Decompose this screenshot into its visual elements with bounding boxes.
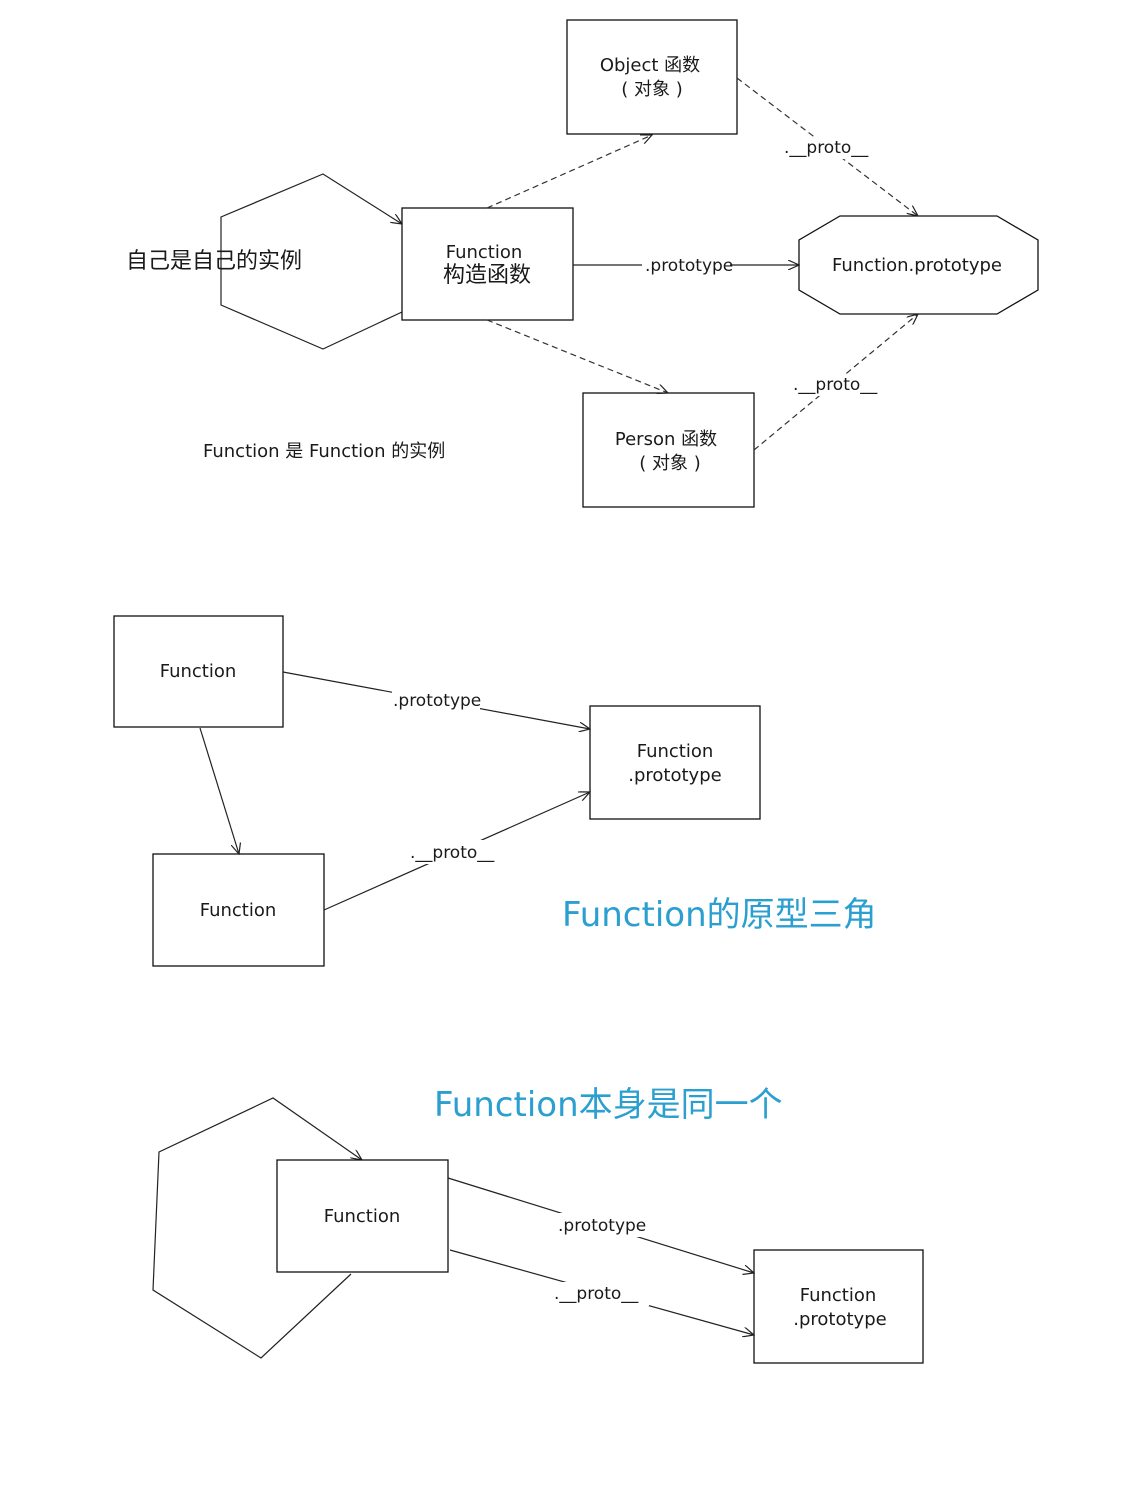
self-instance-hexagon (220, 173, 402, 350)
caption-same-function: Function本身是同一个 (434, 1085, 783, 1125)
self-reference-hexagon (152, 1097, 362, 1359)
function-label-3: Function (324, 1206, 401, 1227)
edge-prototype-label: .prototype (645, 256, 733, 276)
edge-person-proto (753, 314, 918, 451)
edge-proto-label-2: .__proto__ (410, 843, 495, 863)
function-constructor-line1: Function (446, 242, 523, 263)
function-prototype-line1-3: Function (800, 1285, 877, 1306)
edge-function-to-person (486, 319, 668, 393)
function-prototype-line2-2: .prototype (628, 765, 721, 786)
function-constructor-line2: 构造函数 (443, 263, 531, 288)
person-function-line2: ( 对象 ) (639, 453, 701, 474)
instance-note: Function 是 Function 的实例 (203, 441, 445, 462)
edge-proto-label-3: .__proto__ (554, 1284, 639, 1304)
edge-function-to-object (486, 135, 652, 209)
function-bottom-label: Function (200, 900, 277, 921)
edge-prototype-label-2: .prototype (393, 691, 481, 711)
function-prototype-line2-3: .prototype (793, 1309, 886, 1330)
function-top-box (113, 615, 284, 728)
diagram-1: 自己是自己的实例 Function 构造函数 Object 函数 ( 对象 ) … (126, 19, 1039, 508)
edge-person-proto-label: .__proto__ (793, 375, 878, 395)
function-prototype-octagon (798, 215, 1039, 315)
object-function-box (566, 19, 738, 135)
edge-object-proto-label: .__proto__ (784, 138, 869, 158)
function-prototype-box-2 (589, 705, 761, 820)
edge-prototype-label-3: .prototype (558, 1216, 646, 1236)
self-instance-label: 自己是自己的实例 (126, 249, 302, 274)
diagram-3: Function本身是同一个 Function Function .protot… (152, 1085, 924, 1364)
diagram-2: Function Function Function .prototype .p… (113, 615, 877, 967)
function-prototype-line1-2: Function (637, 741, 714, 762)
function-prototype-box-3 (753, 1249, 924, 1364)
person-function-box (582, 392, 755, 508)
edge-top-to-bottom (199, 727, 239, 854)
function-top-label: Function (160, 661, 237, 682)
caption-prototype-triangle: Function的原型三角 (562, 895, 877, 935)
function-box-3 (276, 1159, 449, 1273)
object-function-line1: Object 函数 (600, 55, 700, 76)
person-function-line1: Person 函数 (615, 429, 717, 450)
function-prototype-label: Function.prototype (832, 255, 1002, 276)
object-function-line2: ( 对象 ) (621, 79, 683, 100)
